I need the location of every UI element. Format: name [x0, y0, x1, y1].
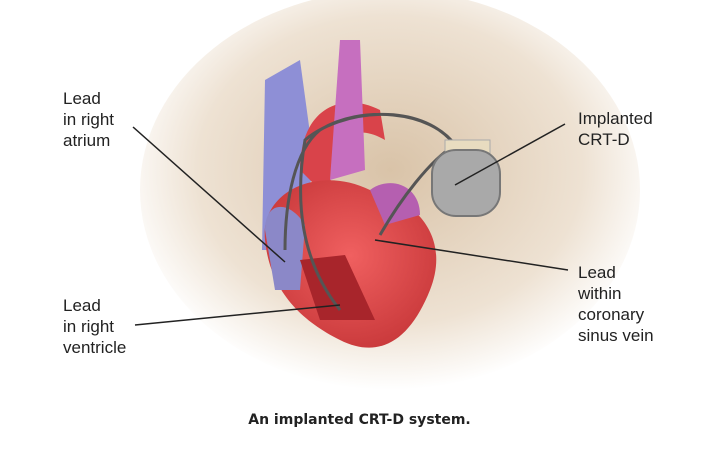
aorta [300, 102, 385, 200]
leader-lines [132, 123, 569, 326]
label-lead-right-atrium: Lead in right atrium [63, 89, 115, 150]
crt-d-device [431, 149, 501, 217]
label-lead-coronary-sinus: Lead within coronary sinus vein [578, 263, 654, 345]
pulmonary-artery [330, 40, 365, 180]
right-ventricle-interior [300, 255, 375, 320]
figure-caption: An implanted CRT-D system. [248, 412, 471, 428]
label-lead-right-ventricle: Lead in right ventricle [63, 296, 127, 357]
label-implanted-crt-d: Implanted CRT-D [578, 109, 653, 149]
